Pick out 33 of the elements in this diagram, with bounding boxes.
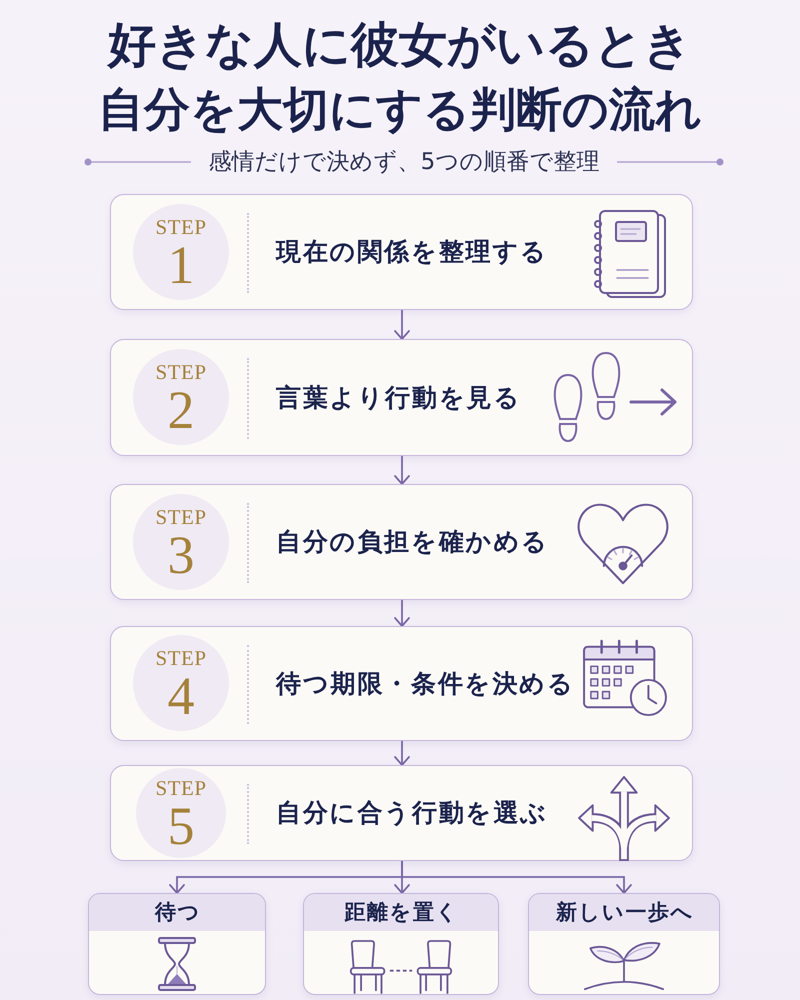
step-label: STEP: [155, 216, 206, 238]
option-card: [303, 893, 499, 995]
step-number: 2: [168, 387, 194, 433]
step-label: STEP: [155, 647, 206, 669]
step-number: 4: [168, 673, 194, 719]
title: 好きな人に彼女がいるとき自分を大切にする判断の流れ: [97, 16, 703, 138]
step-number: 1: [168, 242, 194, 288]
arrow: [394, 310, 410, 340]
subtitle: 感情だけで決めず、5つの順番で整理: [208, 148, 600, 177]
option-card: [88, 893, 266, 995]
step-card: [110, 484, 693, 600]
step-card: [110, 765, 693, 861]
step-title: 自分の負担を確かめる: [276, 526, 549, 558]
step-label: STEP: [155, 776, 206, 798]
step-title: 待つ期限・条件を決める: [276, 668, 575, 700]
step-card: [110, 626, 693, 741]
step-card: [110, 194, 693, 310]
branch-arrow: [401, 861, 632, 894]
step-title: 現在の関係を整理する: [276, 236, 548, 268]
step-number: 3: [168, 532, 194, 578]
step-title: 言葉より行動を見る: [276, 382, 522, 414]
option-card: [528, 893, 720, 995]
arrow: [394, 456, 410, 485]
option-title: 距離を置く: [304, 894, 498, 931]
option-title: 待つ: [89, 894, 265, 931]
step-label: STEP: [155, 361, 206, 383]
arrow: [394, 600, 410, 627]
step-label: STEP: [155, 506, 206, 528]
arrow: [394, 741, 410, 766]
step-number: 5: [168, 802, 194, 848]
step-card: [110, 339, 693, 456]
step-title: 自分に合う行動を選ぶ: [276, 797, 548, 829]
option-title: 新しい一歩へ: [529, 894, 719, 931]
